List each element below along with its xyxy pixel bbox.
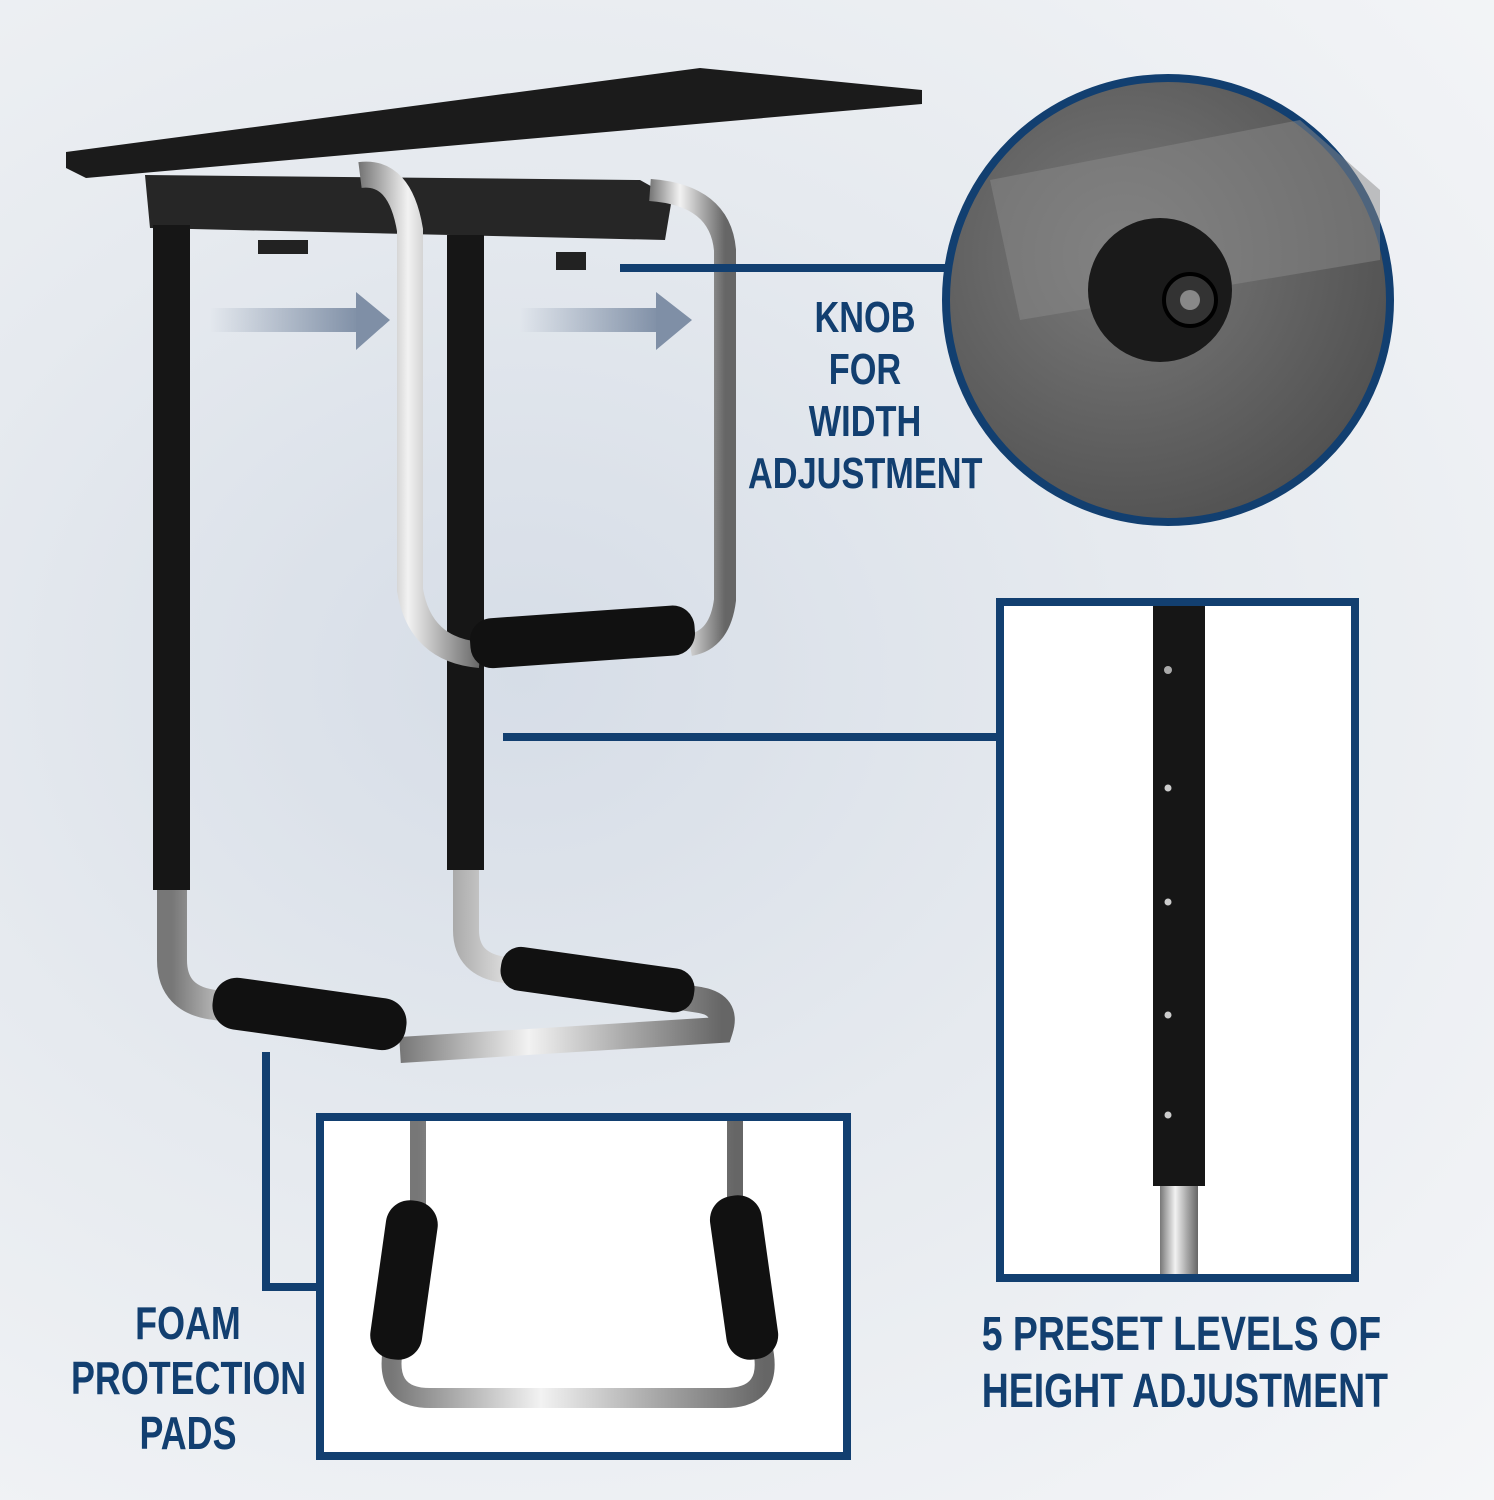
knob-detail-circle [942, 74, 1394, 526]
foam-detail-box [316, 1113, 851, 1460]
height-detail-box [996, 598, 1359, 1282]
label-line: FOR [828, 345, 902, 394]
foam-leader-line [262, 1052, 320, 1291]
label-line: PROTECTION [71, 1352, 307, 1404]
label-line: 5 PRESET LEVELS OF [981, 1308, 1382, 1361]
direction-arrow-right [520, 292, 692, 350]
label-line: ADJUSTMENT [748, 449, 983, 498]
knob-width-adjustment-label: KNOB FOR WIDTH ADJUSTMENT [715, 296, 1015, 504]
label-line: KNOB [814, 293, 916, 342]
label-line: WIDTH [808, 397, 922, 446]
computer-stand [66, 68, 922, 1063]
label-line: HEIGHT ADJUSTMENT [981, 1365, 1389, 1418]
knob-icon [1088, 218, 1232, 362]
direction-arrow-left [210, 292, 390, 350]
height-adjustment-label: 5 PRESET LEVELS OF HEIGHT ADJUSTMENT [930, 1311, 1400, 1425]
foam-pads-label: FOAM PROTECTION PADS [38, 1300, 338, 1465]
label-line: PADS [139, 1407, 237, 1459]
label-line: FOAM [135, 1297, 241, 1349]
